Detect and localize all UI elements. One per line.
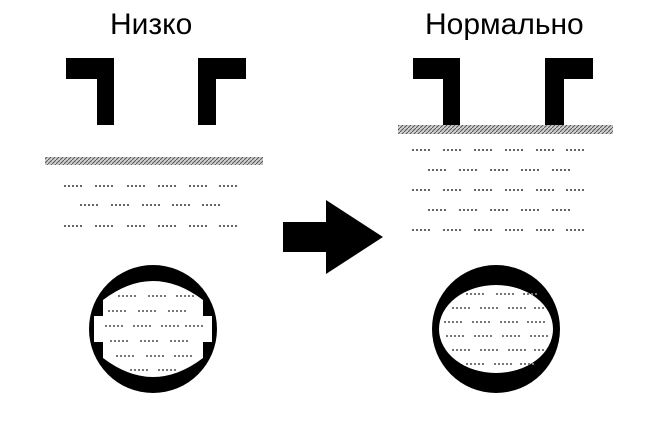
label-normal: Нормально [425, 8, 584, 41]
left-lens [89, 265, 217, 393]
left-panel [45, 58, 263, 393]
right-lens [432, 265, 560, 393]
transition-arrow [283, 200, 383, 274]
right-hatch-band [398, 125, 613, 134]
right-bracket-right [545, 58, 593, 125]
left-bracket-right [198, 58, 246, 125]
right-bracket-left [413, 58, 460, 125]
right-panel [398, 58, 613, 393]
left-hatch-band [45, 157, 263, 165]
right-dots-rows [412, 149, 586, 231]
left-bracket-left [66, 58, 114, 125]
label-low: Низко [110, 8, 193, 41]
left-dots-rows [64, 185, 239, 227]
